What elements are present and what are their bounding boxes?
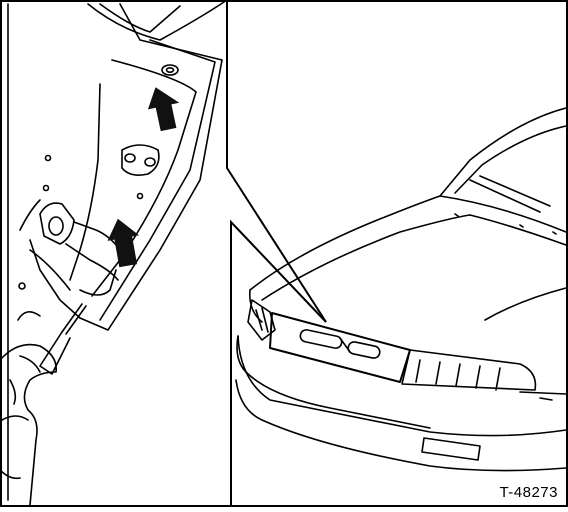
arrow-up-icon	[147, 87, 180, 132]
grille	[270, 313, 410, 382]
figure-id-label: T-48273	[499, 484, 558, 501]
callout-lines	[227, 2, 326, 505]
removal-arrows	[107, 87, 180, 268]
screwdriver	[62, 304, 82, 332]
hand	[0, 345, 56, 505]
grille-detail-view	[0, 2, 224, 505]
car-front-view	[236, 108, 566, 471]
clip-hole-top	[162, 65, 178, 75]
windshield	[440, 108, 566, 196]
grille-slot-right	[347, 341, 381, 359]
grille-panel	[88, 2, 224, 40]
arrow-up-icon	[107, 218, 140, 268]
hood	[250, 196, 566, 290]
front-bumper	[238, 336, 566, 436]
grille-slot-left	[299, 329, 343, 349]
wiper	[470, 180, 540, 212]
left-headlight	[248, 300, 275, 340]
right-headlight	[402, 350, 535, 390]
